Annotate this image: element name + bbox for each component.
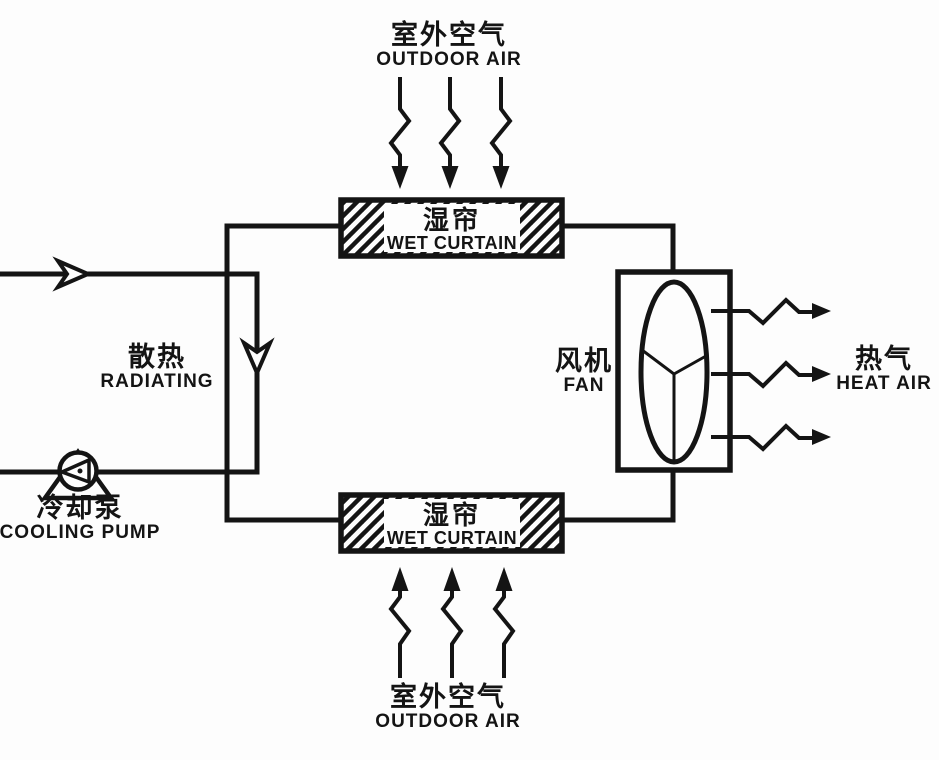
flow-arrow-down-icon — [239, 337, 275, 379]
radiating-label: 散热 RADIATING — [100, 342, 214, 393]
fan-outlet-pipe — [562, 468, 676, 523]
zigzag-up-arrow-icon — [440, 567, 464, 678]
wet-curtain-bottom-label-en: WET CURTAIN — [386, 528, 518, 549]
heat-air-label: 热气 HEAT AIR — [836, 344, 932, 395]
fan-label-zh: 风机 — [555, 346, 613, 376]
zigzag-up-arrow-icon — [388, 567, 412, 678]
fan-box — [615, 269, 733, 473]
heat-air-arrows — [711, 297, 831, 452]
cooling-pump-label-zh: 冷却泵 — [36, 493, 124, 523]
zigzag-down-arrow-icon — [438, 77, 462, 189]
wet-curtain-top-label-zh: 湿帘 — [422, 205, 481, 235]
zigzag-right-arrow-icon — [711, 297, 831, 326]
wet-curtain-bottom-box — [338, 492, 565, 554]
outdoor-air-bottom-arrows — [388, 567, 516, 678]
fan-inlet-pipe — [562, 223, 676, 275]
outdoor-air-bottom-label-zh: 室外空气 — [390, 682, 506, 712]
cooling-pump-label-en: COOLING PUMP — [0, 522, 161, 544]
heat-air-label-en: HEAT AIR — [836, 373, 932, 395]
zigzag-down-arrow-icon — [388, 77, 412, 189]
heat-air-label-zh: 热气 — [854, 344, 913, 374]
outdoor-air-top-label: 室外空气 OUTDOOR AIR — [376, 20, 522, 71]
wet-curtain-top-box — [338, 197, 565, 259]
outdoor-air-bottom-label-en: OUTDOOR AIR — [375, 711, 521, 733]
wet-curtain-bottom-label: 湿帘 WET CURTAIN — [387, 501, 517, 549]
wet-curtain-circulation-pipe — [224, 223, 341, 523]
outdoor-air-top-label-en: OUTDOOR AIR — [376, 49, 522, 71]
wet-curtain-bottom-label-bg — [384, 499, 520, 547]
cooling-pump-label: 冷却泵 COOLING PUMP — [0, 493, 161, 544]
fan-blades-icon — [638, 279, 710, 465]
fan-label-en: FAN — [563, 375, 605, 397]
outdoor-air-top-label-zh: 室外空气 — [391, 20, 507, 50]
outdoor-air-bottom-label: 室外空气 OUTDOOR AIR — [375, 682, 521, 733]
zigzag-right-arrow-icon — [711, 423, 831, 452]
zigzag-down-arrow-icon — [489, 77, 513, 189]
flow-arrow-right-icon — [52, 256, 94, 292]
wet-curtain-top-label-bg — [384, 204, 520, 252]
radiating-label-zh: 散热 — [127, 342, 186, 372]
outdoor-air-top-arrows — [388, 77, 513, 189]
wet-curtain-top-label-en: WET CURTAIN — [386, 233, 518, 254]
fan-label: 风机 FAN — [555, 346, 613, 397]
wet-curtain-top-label: 湿帘 WET CURTAIN — [387, 206, 517, 254]
zigzag-right-arrow-icon — [711, 360, 831, 389]
wet-curtain-bottom-label-zh: 湿帘 — [422, 500, 481, 530]
radiating-label-en: RADIATING — [100, 371, 214, 393]
zigzag-up-arrow-icon — [492, 567, 516, 678]
pump-icon — [40, 448, 116, 501]
